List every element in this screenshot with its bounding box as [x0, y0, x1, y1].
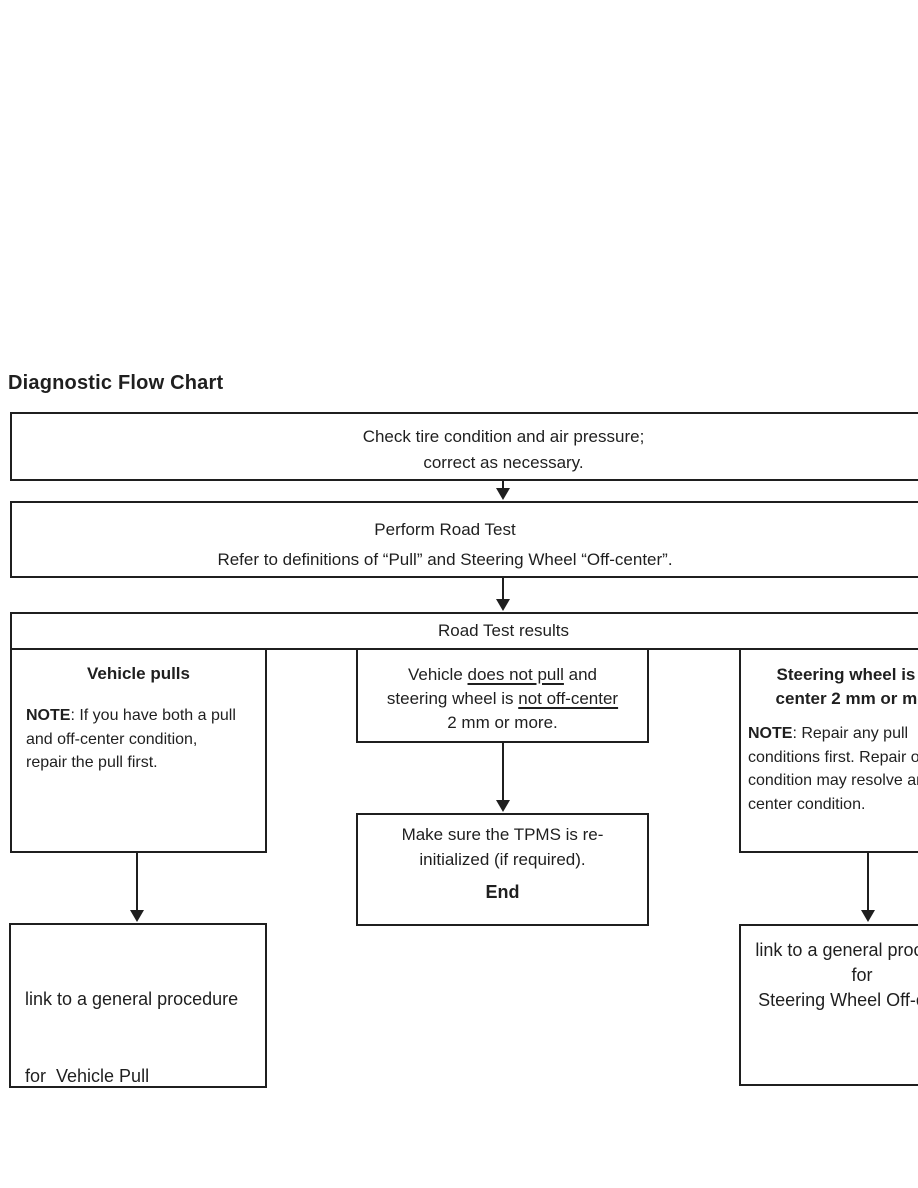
- road-test-results-header: Road Test results: [10, 612, 918, 650]
- branch-off-center-title: Steering wheel is off- center 2 mm or mo…: [775, 665, 918, 708]
- end-label: End: [485, 882, 520, 902]
- arrowhead-icon: [496, 800, 510, 812]
- link-to-steering-wheel-off-center[interactable]: link to a general procedure for Steering…: [755, 940, 918, 1010]
- step-road-test: Perform Road Test Refer to definitions o…: [10, 501, 918, 578]
- branch-off-center-note: NOTE: Repair any pull conditions first. …: [748, 725, 918, 813]
- link-box-off-center: link to a general procedure for Steering…: [739, 924, 918, 1086]
- arrowhead-icon: [130, 910, 144, 922]
- link-to-vehicle-pull[interactable]: link to a general procedure for Vehicle …: [25, 989, 239, 1086]
- branch-off-center: Steering wheel is off- center 2 mm or mo…: [739, 648, 918, 853]
- arrowhead-icon: [861, 910, 875, 922]
- step-check-tires: Check tire condition and air pressure; c…: [10, 412, 918, 481]
- arrow-roadtest-to-results: [496, 578, 510, 611]
- arrowhead-icon: [496, 599, 510, 611]
- arrow-check-to-roadtest: [496, 481, 510, 500]
- tpms-end-box: Make sure the TPMS is re- initialized (i…: [356, 813, 649, 926]
- branch-no-pull-text: Vehicle does not pull and steering wheel…: [386, 665, 619, 732]
- note-label: NOTE: [748, 725, 793, 742]
- branch-no-pull: Vehicle does not pull and steering wheel…: [356, 648, 649, 743]
- branch-vehicle-pulls-title: Vehicle pulls: [87, 664, 190, 683]
- step-check-tires-text: Check tire condition and air pressure; c…: [362, 427, 645, 472]
- page-title: Diagnostic Flow Chart: [8, 372, 224, 394]
- road-test-results-label: Road Test results: [437, 621, 570, 640]
- arrow-nopull-to-tpms: [496, 743, 510, 812]
- arrowhead-icon: [496, 488, 510, 500]
- branch-vehicle-pulls-note: NOTE: If you have both a pull and off-ce…: [26, 707, 236, 771]
- branch-vehicle-pulls: Vehicle pulls NOTE: If you have both a p…: [10, 648, 267, 853]
- note-label: NOTE: [26, 707, 71, 724]
- link-box-vehicle-pull: link to a general procedure for Vehicle …: [9, 923, 267, 1088]
- step-road-test-text: Perform Road Test Refer to definitions o…: [217, 520, 673, 569]
- arrow-offcenter-to-link: [861, 853, 875, 922]
- tpms-end-text: Make sure the TPMS is re- initialized (i…: [358, 815, 647, 905]
- arrow-pulls-to-link: [130, 853, 144, 922]
